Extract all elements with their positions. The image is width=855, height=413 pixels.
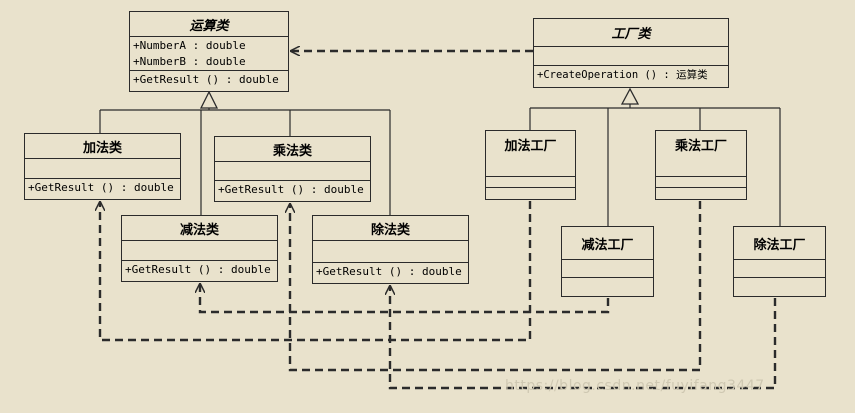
add-class-attributes xyxy=(25,159,180,179)
div-factory-to-div-dependency xyxy=(390,286,777,390)
sub-class-name: 减法类 xyxy=(122,216,277,241)
div-factory-methods xyxy=(734,278,825,280)
mul-factory-to-mul-dependency xyxy=(290,201,702,372)
mul-class-box: 乘法类 +GetResult () : double xyxy=(214,136,371,202)
sub-factory-methods xyxy=(562,278,653,280)
add-factory-methods xyxy=(486,188,575,190)
add-factory-box: 加法工厂 xyxy=(485,130,576,200)
add-factory-name: 加法工厂 xyxy=(486,131,575,177)
add-method-get-result: +GetResult () : double xyxy=(28,181,174,194)
mul-factory-attributes xyxy=(656,177,746,188)
div-factory-name: 除法工厂 xyxy=(734,227,825,260)
div-method-get-result: +GetResult () : double xyxy=(316,265,462,278)
operation-inheritance-lines xyxy=(99,108,391,215)
div-factory-box: 除法工厂 xyxy=(733,226,826,297)
mul-method-get-result: +GetResult () : double xyxy=(218,183,364,196)
add-factory-to-add-dependency xyxy=(100,201,532,342)
sub-class-box: 减法类 +GetResult () : double xyxy=(121,215,278,282)
operation-attr-number-a: +NumberA : double xyxy=(133,39,246,52)
factory-inheritance-lines xyxy=(529,104,781,226)
operation-class-box: 运算类 +NumberA : double +NumberB : double … xyxy=(129,11,289,92)
sub-method-get-result: +GetResult () : double xyxy=(125,263,271,276)
operation-attributes: +NumberA : double +NumberB : double xyxy=(130,37,288,71)
sub-factory-name: 减法工厂 xyxy=(562,227,653,260)
factory-attributes xyxy=(534,47,728,66)
div-class-attributes xyxy=(313,241,468,263)
div-factory-attributes xyxy=(734,260,825,278)
add-class-box: 加法类 +GetResult () : double xyxy=(24,133,181,200)
div-class-box: 除法类 +GetResult () : double xyxy=(312,215,469,284)
sub-class-attributes xyxy=(122,241,277,261)
sub-factory-box: 减法工厂 xyxy=(561,226,654,297)
mul-class-name: 乘法类 xyxy=(215,137,370,162)
mul-factory-name: 乘法工厂 xyxy=(656,131,746,177)
mul-factory-methods xyxy=(656,188,746,190)
add-class-name: 加法类 xyxy=(25,134,180,159)
operation-method-get-result: +GetResult () : double xyxy=(133,73,279,86)
operation-class-name: 运算类 xyxy=(130,12,288,37)
mul-class-attributes xyxy=(215,162,370,181)
factory-inheritance-triangle xyxy=(620,87,640,105)
add-factory-attributes xyxy=(486,177,575,188)
factory-class-name: 工厂类 xyxy=(534,19,728,47)
div-class-name: 除法类 xyxy=(313,216,468,241)
watermark: https://blog.csdn.net/fuyifang3447 xyxy=(505,378,765,394)
operation-attr-number-b: +NumberB : double xyxy=(133,55,246,68)
sub-factory-attributes xyxy=(562,260,653,278)
factory-method-create-operation: +CreateOperation () : 运算类 xyxy=(537,69,708,81)
factory-class-box: 工厂类 +CreateOperation () : 运算类 xyxy=(533,18,729,88)
mul-factory-box: 乘法工厂 xyxy=(655,130,747,200)
sub-factory-to-sub-dependency xyxy=(200,284,610,314)
operation-inheritance-triangle xyxy=(199,90,219,109)
